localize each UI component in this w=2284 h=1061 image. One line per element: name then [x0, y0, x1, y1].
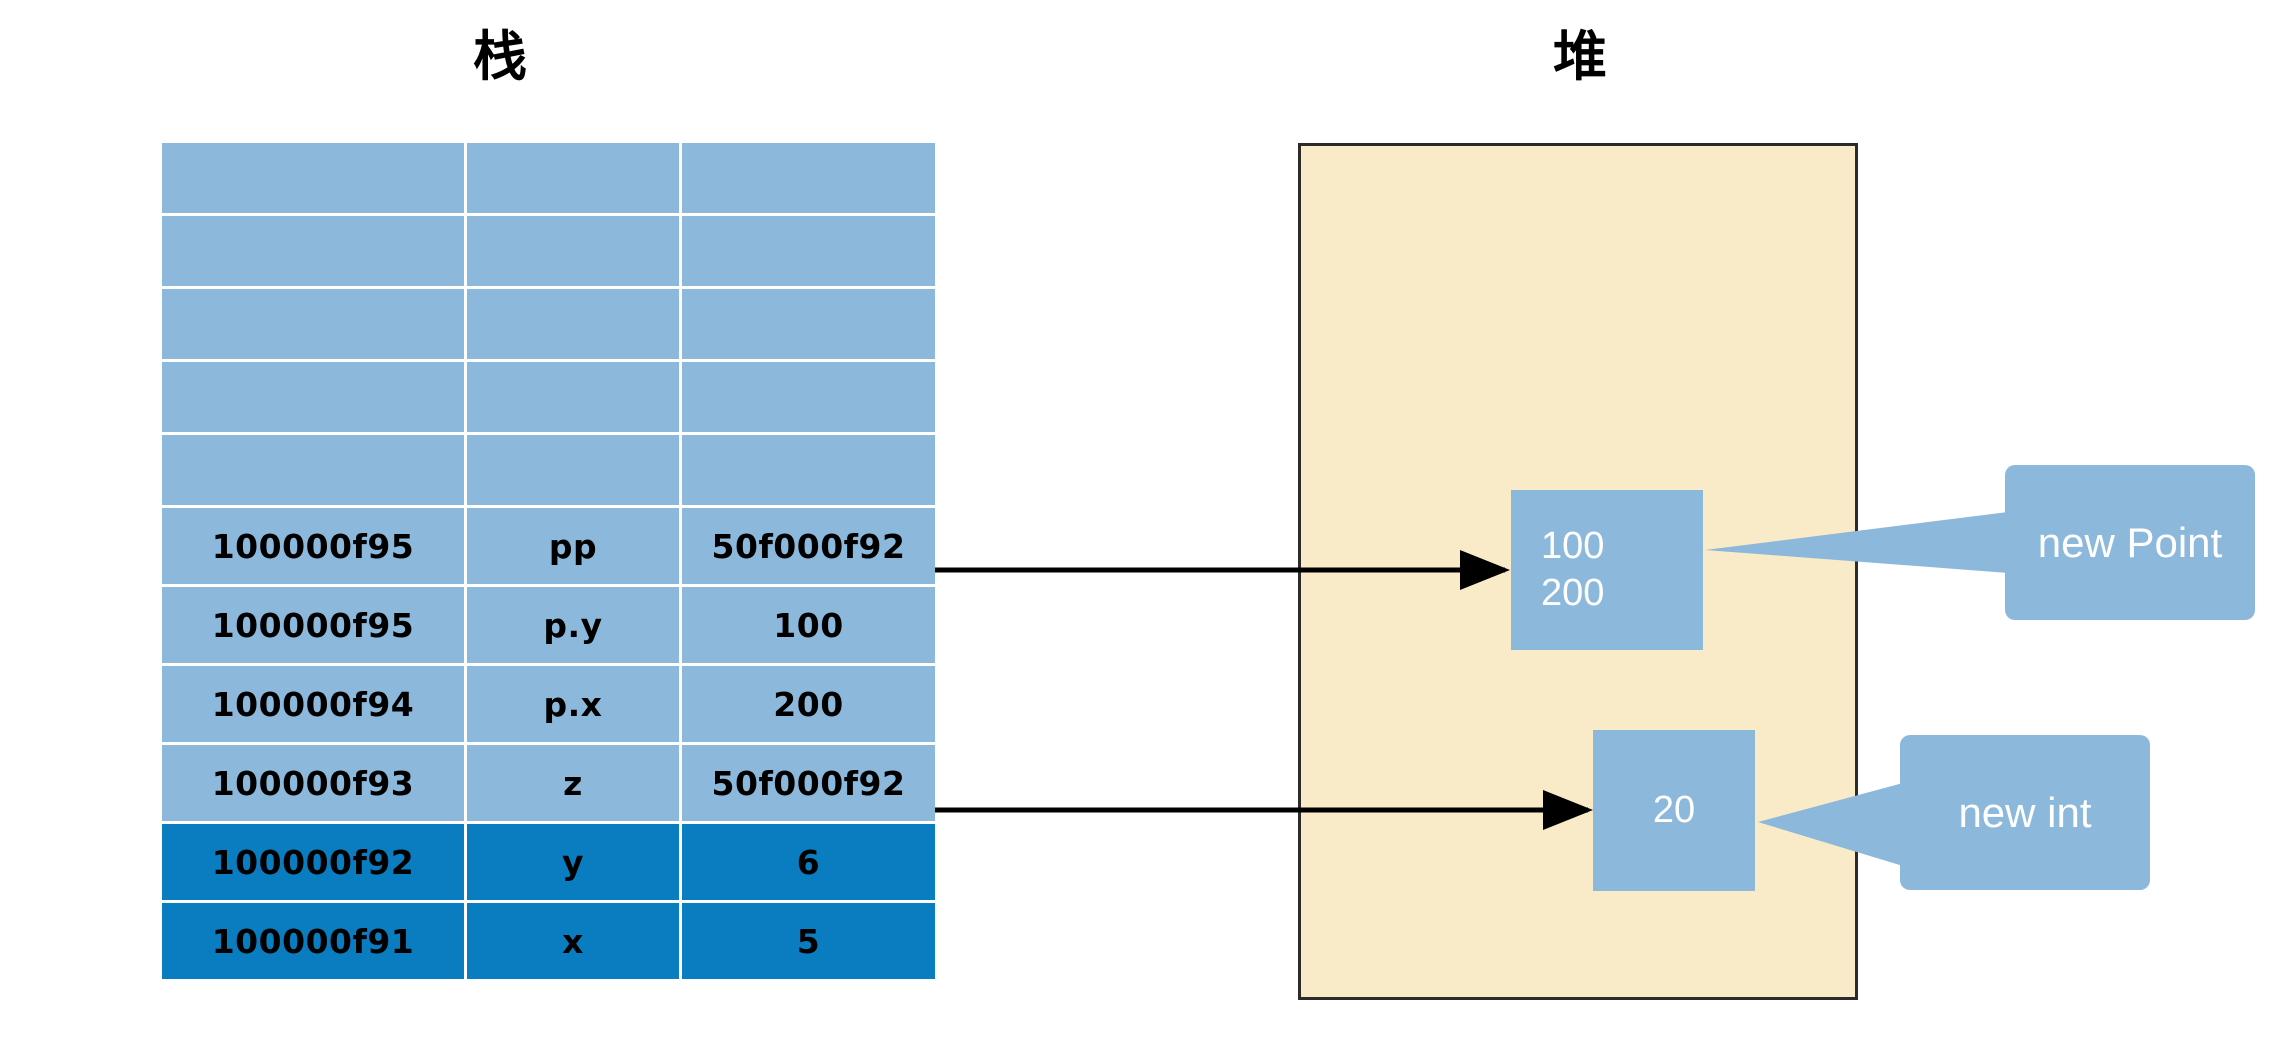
table-row-px: 100000f94 p.x 200	[162, 666, 935, 745]
cell-value	[682, 216, 935, 289]
cell-value: 50f000f92	[682, 508, 935, 587]
cell-name: x	[467, 903, 682, 979]
heap-object-int: 20	[1593, 730, 1755, 891]
heap-object-point-line1: 100	[1541, 524, 1605, 567]
cell-name	[467, 435, 682, 508]
cell-name: pp	[467, 508, 682, 587]
cell-address	[162, 216, 467, 289]
cell-address	[162, 143, 467, 216]
cell-value: 6	[682, 824, 935, 903]
cell-name	[467, 362, 682, 435]
cell-address: 100000f94	[162, 666, 467, 745]
cell-address	[162, 289, 467, 362]
cell-value: 50f000f92	[682, 745, 935, 824]
cell-address: 100000f93	[162, 745, 467, 824]
heap-object-int-line1: 20	[1652, 788, 1696, 831]
table-row-z: 100000f93 z 50f000f92	[162, 745, 935, 824]
table-row	[162, 435, 935, 508]
cell-address: 100000f91	[162, 903, 467, 979]
stack-title: 栈	[473, 25, 527, 88]
heap-title: 堆	[1553, 25, 1607, 88]
cell-name	[467, 216, 682, 289]
cell-name: p.x	[467, 666, 682, 745]
table-row	[162, 289, 935, 362]
table-row-x: 100000f91 x 5	[162, 903, 935, 979]
cell-address: 100000f95	[162, 587, 467, 666]
table-row	[162, 362, 935, 435]
stack-memory-table: 100000f95 pp 50f000f92 100000f95 p.y 100…	[162, 143, 935, 979]
cell-name: z	[467, 745, 682, 824]
table-row-pp: 100000f95 pp 50f000f92	[162, 508, 935, 587]
heap-object-point-line2: 200	[1541, 572, 1605, 614]
table-row	[162, 216, 935, 289]
cell-value	[682, 435, 935, 508]
cell-value	[682, 289, 935, 362]
cell-name	[467, 289, 682, 362]
cell-value	[682, 143, 935, 216]
cell-value: 200	[682, 666, 935, 745]
cell-address	[162, 435, 467, 508]
cell-value: 5	[682, 903, 935, 979]
cell-name: y	[467, 824, 682, 903]
cell-name: p.y	[467, 587, 682, 666]
table-row-py: 100000f95 p.y 100	[162, 587, 935, 666]
cell-address	[162, 362, 467, 435]
cell-address: 100000f95	[162, 508, 467, 587]
cell-value: 100	[682, 587, 935, 666]
cell-name	[467, 143, 682, 216]
heap-object-point: 100 200	[1511, 490, 1703, 650]
cell-address: 100000f92	[162, 824, 467, 903]
table-row	[162, 143, 935, 216]
table-row-y: 100000f92 y 6	[162, 824, 935, 903]
callout-new-point: new Point	[2005, 465, 2255, 620]
callout-new-int: new int	[1900, 735, 2150, 890]
cell-value	[682, 362, 935, 435]
